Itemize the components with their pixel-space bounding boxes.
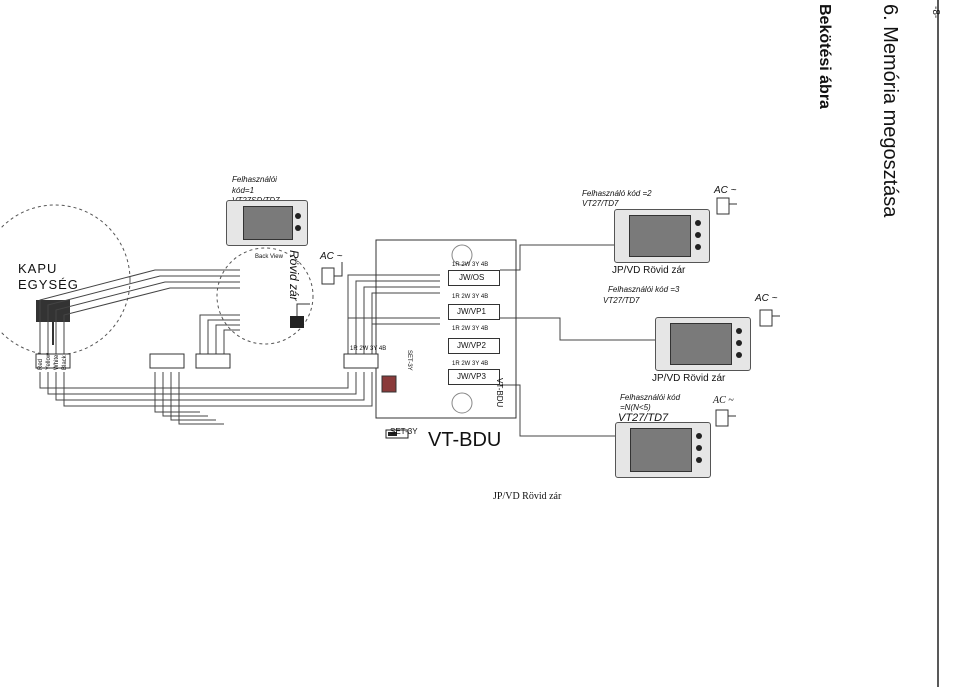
diagram-title: Bekötési ábra — [816, 4, 833, 109]
ac-label: AC ~ — [714, 185, 737, 196]
monitor2 — [614, 209, 710, 263]
door-station-label-1: KAPU — [18, 261, 58, 276]
page-number: -8- — [930, 6, 941, 19]
set-switch-legend: SET-3Y — [390, 427, 418, 436]
monitor4 — [615, 422, 711, 478]
ac-adapter-icons — [321, 197, 780, 427]
door-station-label-2: EGYSÉG — [18, 277, 79, 292]
door-terminal-red: Red — [38, 358, 44, 370]
bdu-mount-hole — [451, 392, 473, 414]
port-jw-vp3: JW/VP3 — [448, 369, 500, 385]
port-pins: 1R 2W 3Y 4B — [452, 361, 489, 367]
monitor1 — [226, 200, 308, 246]
monitor4-lock: JP/VD Rövid zár — [493, 491, 562, 502]
port-jw-os: JW/OS — [448, 270, 500, 286]
ac-label: AC ~ — [755, 293, 778, 304]
monitor4-code-line1: Felhasználói kód — [620, 393, 681, 402]
wires-door-to-bdu — [39, 372, 373, 425]
monitor3-model: VT27/TD7 — [603, 296, 640, 305]
monitor3 — [655, 317, 751, 371]
monitor4-model: VT27/TD7 — [618, 412, 669, 424]
door-station-body — [36, 300, 70, 322]
monitor1-code-line2: kód=1 — [232, 186, 255, 195]
back-view-label: Back View — [255, 254, 283, 260]
bdu-terminal-block — [343, 353, 379, 369]
door-terminal-yellow: Yellow — [46, 352, 52, 370]
monitor1-code-line1: Felhasználói — [232, 175, 277, 184]
wires-backview-to-bdu — [199, 314, 240, 360]
monitor2-code: Felhasználó kód =2 — [582, 189, 652, 198]
door-terminal-black: Black — [62, 355, 68, 370]
terminal-block — [149, 353, 185, 369]
section-title: 6. Memória megosztása — [879, 4, 901, 218]
bdu-board-name: VT-BDU — [495, 378, 504, 408]
bdu-name-large: VT-BDU — [428, 429, 502, 451]
door-terminal-white: White — [54, 354, 60, 370]
port-jw-vp2: JW/VP2 — [448, 338, 500, 354]
monitor2-model: VT27/TD7 — [582, 199, 619, 208]
ac-label: AC ~ — [320, 251, 343, 262]
port-pins: 1R 2W 3Y 4B — [452, 262, 489, 268]
bdu-switch-label: SET-3Y — [406, 350, 412, 371]
ac-label: AC ~ — [713, 395, 734, 406]
bdu-mount-hole — [451, 244, 473, 266]
set-switch-red — [381, 375, 397, 393]
lock-symbol — [290, 316, 304, 328]
wires-door-to-monitor1 — [39, 269, 240, 360]
terminal-block — [195, 353, 231, 369]
port-jw-vp1: JW/VP1 — [448, 304, 500, 320]
port-pins: 1R 2W 3Y 4B — [452, 326, 489, 332]
door-terminal-block — [35, 353, 71, 369]
lock-label: Rövid zár — [287, 250, 301, 301]
port-pins: 1R 2W 3Y 4B — [452, 294, 489, 300]
monitor3-lock: JP/VD Rövid zár — [652, 373, 726, 384]
back-view-circle — [216, 247, 314, 345]
monitor4-code-line2: =N(N<5) — [620, 403, 651, 412]
door-station-circle — [0, 204, 131, 356]
monitor3-code: Felhasználói kód =3 — [608, 285, 680, 294]
wires-bdu-to-monitors — [500, 244, 655, 437]
wires-bdu-internal — [347, 274, 440, 360]
bdu-board-outline — [375, 239, 517, 419]
monitor2-lock: JP/VD Rövid zár — [612, 265, 686, 276]
bdu-terminal-pins: 1R 2W 3Y 4B — [350, 346, 387, 352]
